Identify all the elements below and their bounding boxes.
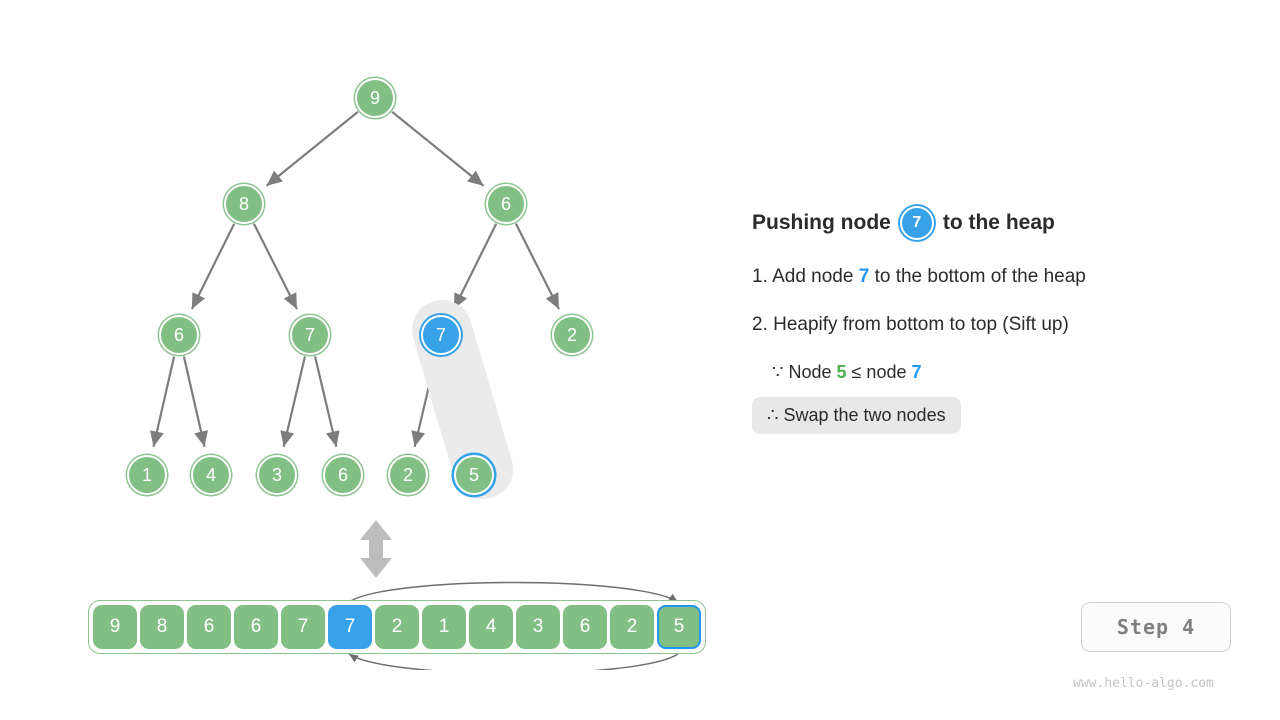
panel-title-node-badge: 7 <box>899 206 934 240</box>
tree-edge <box>313 356 340 448</box>
therefore-text: Swap the two nodes <box>783 405 946 425</box>
explanation-panel: Pushing node 7 to the heap 1. Add node 7… <box>752 206 1252 434</box>
tree-edge <box>182 356 208 447</box>
panel-title-suffix: to the heap <box>942 211 1055 234</box>
tree-node-6: 2 <box>552 315 592 355</box>
tree-edge <box>190 223 236 310</box>
because-prefix: Node <box>788 362 832 382</box>
tree-array-link-icon <box>360 520 392 578</box>
tree-edge <box>452 223 498 310</box>
therefore-line: ∴ Swap the two nodes <box>752 397 961 434</box>
step-1-prefix: 1. Add node <box>752 266 854 287</box>
because-child-value: 5 <box>836 362 847 382</box>
step-badge: Step 4 <box>1081 602 1231 652</box>
tree-node-10: 6 <box>323 455 363 495</box>
array-cell-3: 6 <box>234 605 278 649</box>
tree-edge <box>280 356 307 448</box>
array-cell-11: 2 <box>610 605 654 649</box>
tree-node-8: 4 <box>191 455 231 495</box>
array-cell-2: 6 <box>187 605 231 649</box>
tree-edge <box>150 356 176 447</box>
tree-node-1: 8 <box>224 184 264 224</box>
tree-edge <box>265 110 359 187</box>
array-cell-8: 4 <box>469 605 513 649</box>
therefore-icon: ∴ <box>767 405 779 425</box>
panel-title-prefix: Pushing node <box>752 211 891 234</box>
tree-node-9: 3 <box>257 455 297 495</box>
tree-node-5: 7 <box>421 315 461 355</box>
tree-node-11: 2 <box>388 455 428 495</box>
tree-node-0: 9 <box>355 78 395 118</box>
tree-node-7: 1 <box>127 455 167 495</box>
tree-node-3: 6 <box>159 315 199 355</box>
because-icon: ∵ <box>772 362 784 382</box>
step-1-node: 7 <box>858 266 870 287</box>
array-cell-6: 2 <box>375 605 419 649</box>
watermark: www.hello-algo.com <box>1073 676 1214 691</box>
tree-edge <box>391 110 485 187</box>
step-1: 1. Add node 7 to the bottom of the heap <box>752 266 1252 288</box>
panel-title: Pushing node 7 to the heap <box>752 206 1252 240</box>
array-cell-9: 3 <box>516 605 560 649</box>
tree-edge <box>252 223 298 310</box>
because-line: ∵ Node 5 ≤ node 7 <box>772 362 1252 383</box>
array-cell-7: 1 <box>422 605 466 649</box>
because-parent-value: 7 <box>911 362 922 382</box>
tree-node-2: 6 <box>486 184 526 224</box>
tree-node-12: 5 <box>454 455 494 495</box>
array-cell-5: 7 <box>328 605 372 649</box>
array-cell-10: 6 <box>563 605 607 649</box>
array-cell-4: 7 <box>281 605 325 649</box>
array-swap-arrow <box>348 581 679 670</box>
tree-node-4: 7 <box>290 315 330 355</box>
array-cell-1: 8 <box>140 605 184 649</box>
because-mid: ≤ node <box>851 362 907 382</box>
step-2: 2. Heapify from bottom to top (Sift up) <box>752 314 1069 335</box>
array-cell-0: 9 <box>93 605 137 649</box>
array-cell-12: 5 <box>657 605 701 649</box>
tree-edge <box>514 223 560 310</box>
step-1-suffix: to the bottom of the heap <box>874 266 1086 287</box>
